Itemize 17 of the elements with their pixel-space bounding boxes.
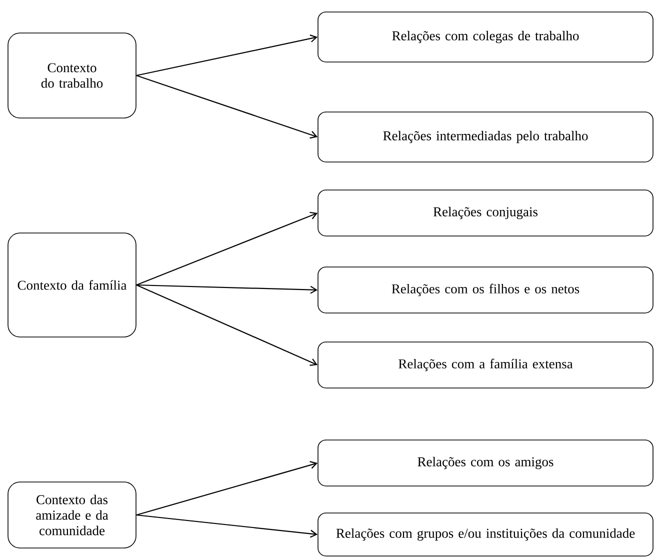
- arrow: [136, 34, 318, 76]
- arrow: [136, 212, 318, 286]
- arrow: [136, 284, 318, 294]
- relation-box: Relações com os amigos: [318, 440, 654, 486]
- relation-box: Relações intermediadas pelo trabalho: [318, 112, 654, 162]
- arrow: [136, 514, 318, 538]
- relation-box: Relações com grupos e/ou instituições da comunidade: [318, 512, 654, 556]
- arrow: [136, 74, 318, 139]
- relation-box: Relações conjugais: [318, 190, 654, 236]
- relation-box: Relações com os filhos e os netos: [318, 266, 654, 314]
- relation-box: Relações com a família extensa: [318, 342, 654, 388]
- arrow: [136, 461, 318, 516]
- context-box: Contexto do trabalho: [8, 32, 136, 118]
- context-box: Contexto das amizade e da comunidade: [8, 482, 136, 548]
- context-box: Contexto da família: [8, 232, 136, 338]
- arrow: [136, 284, 318, 366]
- relation-box: Relações com colegas de trabalho: [318, 12, 654, 62]
